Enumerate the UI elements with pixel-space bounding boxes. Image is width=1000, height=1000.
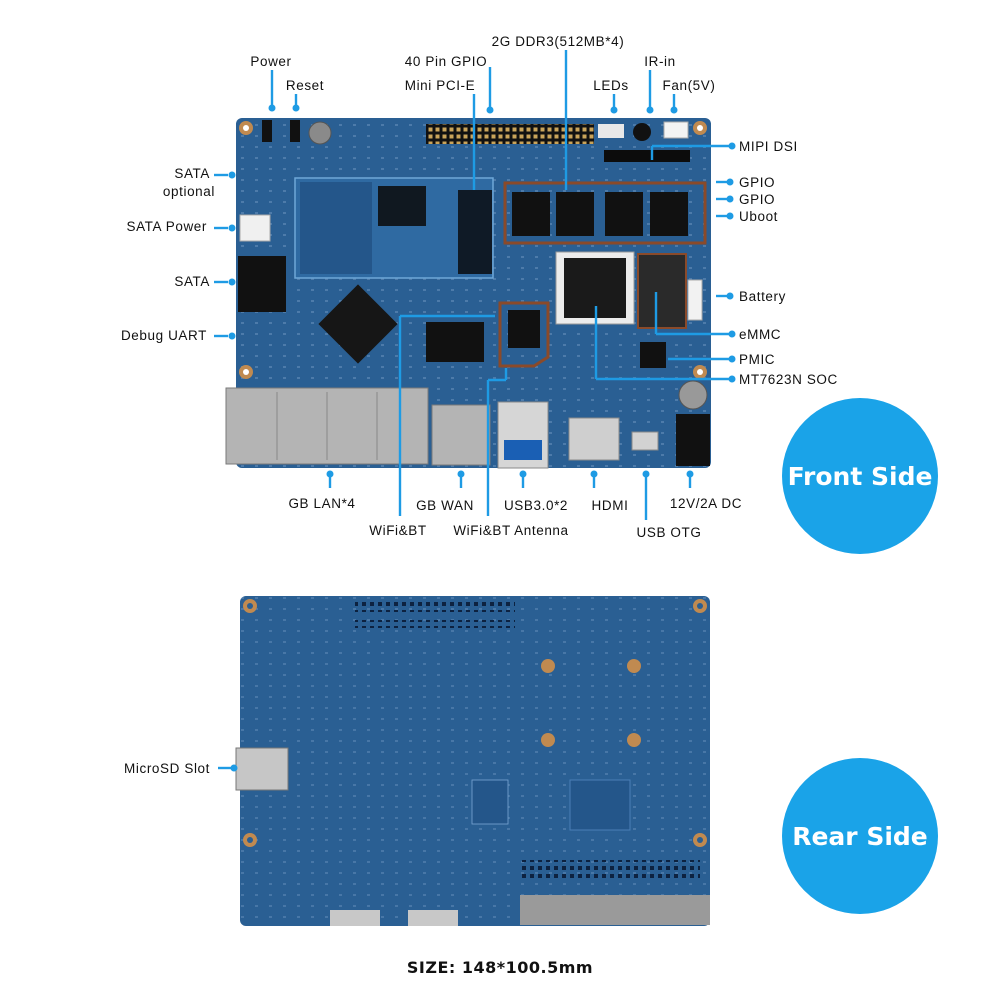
label-debug-uart: Debug UART <box>120 328 207 343</box>
size-caption: SIZE: 148*100.5mm <box>406 958 594 977</box>
label-power: Power <box>250 54 292 69</box>
label-sata-optional-2: optional <box>162 184 215 199</box>
front-callouts <box>214 50 732 520</box>
rear-callout <box>218 764 238 772</box>
label-uboot: Uboot <box>739 209 779 224</box>
rear-side-badge: Rear Side <box>782 758 938 914</box>
label-sata: SATA <box>174 274 210 289</box>
label-reset: Reset <box>285 78 325 93</box>
callout-dots <box>228 104 736 478</box>
label-mini-pcie: Mini PCI-E <box>404 78 476 93</box>
label-fan: Fan(5V) <box>662 78 716 93</box>
label-hdmi: HDMI <box>591 498 629 513</box>
label-leds: LEDs <box>593 78 629 93</box>
label-40-pin-gpio: 40 Pin GPIO <box>404 54 488 69</box>
label-microsd-slot: MicroSD Slot <box>124 761 210 776</box>
label-gpio-b: GPIO <box>739 192 776 207</box>
label-12v-dc: 12V/2A DC <box>669 496 743 511</box>
rear-side-label: Rear Side <box>792 821 928 851</box>
label-battery: Battery <box>739 289 786 304</box>
label-gb-wan: GB WAN <box>416 498 474 513</box>
label-wifi-bt: WiFi&BT <box>369 523 427 538</box>
front-side-label: Front Side <box>787 461 933 491</box>
label-sata-power: SATA Power <box>126 219 207 234</box>
label-wifi-bt-antenna: WiFi&BT Antenna <box>453 523 569 538</box>
label-emmc: eMMC <box>739 327 782 342</box>
front-side-badge: Front Side <box>782 398 938 554</box>
label-pmic: PMIC <box>739 352 776 367</box>
label-ddr3: 2G DDR3(512MB*4) <box>491 34 625 49</box>
label-mipi-dsi: MIPI DSI <box>739 139 798 154</box>
label-gb-lan: GB LAN*4 <box>288 496 356 511</box>
label-sata-optional-1: SATA <box>174 166 210 181</box>
label-usb-otg: USB OTG <box>636 525 702 540</box>
rear-board <box>235 596 710 926</box>
front-board <box>225 118 711 469</box>
label-gpio-a: GPIO <box>739 175 776 190</box>
label-ir-in: IR-in <box>644 54 676 69</box>
label-mt7623n-soc: MT7623N SOC <box>739 372 838 387</box>
label-usb3: USB3.0*2 <box>503 498 569 513</box>
